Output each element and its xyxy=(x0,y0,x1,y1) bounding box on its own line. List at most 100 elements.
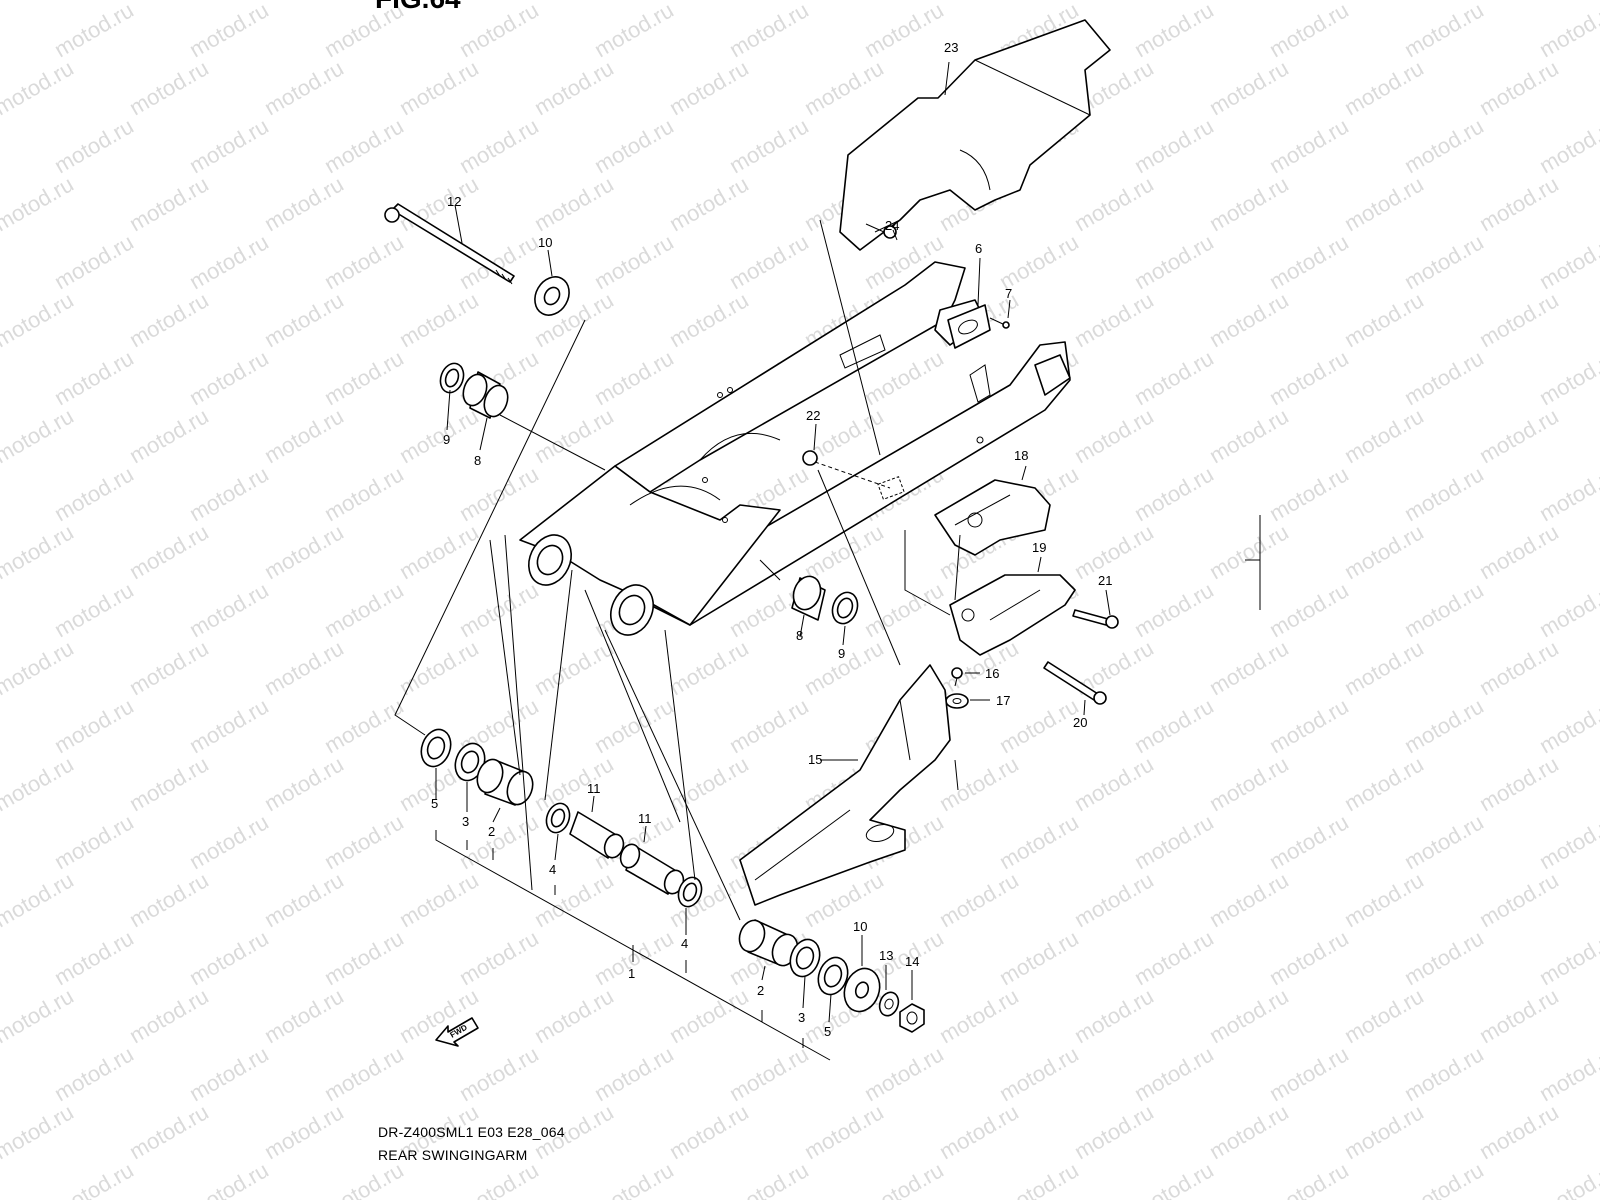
screw-part-24[interactable] xyxy=(865,223,897,239)
watermark-text: motod.ru xyxy=(1205,403,1293,468)
watermark-text: motod.ru xyxy=(725,113,813,178)
watermark-text: motod.ru xyxy=(590,1041,678,1106)
watermark-text: motod.ru xyxy=(185,1157,273,1200)
watermark-text: motod.ru xyxy=(185,693,273,758)
callout-10-top: 10 xyxy=(538,235,552,250)
watermark-text: motod.ru xyxy=(1475,0,1563,4)
watermark-text: motod.ru xyxy=(1340,983,1428,1048)
watermark-text: motod.ru xyxy=(125,171,213,236)
watermark-text: motod.ru xyxy=(395,55,483,120)
bearing-part-8-top[interactable] xyxy=(459,371,512,420)
watermark-text: motod.ru xyxy=(0,635,78,700)
watermark-text: motod.ru xyxy=(725,1157,813,1200)
watermark-text: motod.ru xyxy=(1205,171,1293,236)
watermark-text: motod.ru xyxy=(1130,577,1218,642)
watermark-text: motod.ru xyxy=(395,171,483,236)
watermark-text: motod.ru xyxy=(185,229,273,294)
watermark-text: motod.ru xyxy=(50,113,138,178)
chain-case-part-23[interactable] xyxy=(839,19,1111,251)
nut-part-22[interactable] xyxy=(802,450,891,489)
watermark-text: motod.ru xyxy=(125,403,213,468)
watermark-text: motod.ru xyxy=(530,55,618,120)
watermark-text: motod.ru xyxy=(1205,635,1293,700)
washer-part-10-bottom[interactable] xyxy=(839,964,886,1017)
washer-part-4-right[interactable] xyxy=(675,874,706,910)
screw-part-16[interactable] xyxy=(951,667,963,687)
watermark-text: motod.ru xyxy=(260,171,348,236)
watermark-text: motod.ru xyxy=(995,229,1083,294)
chain-buffer-part-15[interactable] xyxy=(739,664,951,906)
chain-guide-plate-part-19[interactable] xyxy=(949,574,1076,656)
watermark-text: motod.ru xyxy=(125,519,213,584)
bolt-part-21[interactable] xyxy=(1072,609,1119,629)
dust-seal-part-9-right[interactable] xyxy=(828,589,861,627)
oil-seal-part-3-right[interactable] xyxy=(785,935,824,980)
watermark-text: motod.ru xyxy=(1070,1099,1158,1164)
callout-9-right: 9 xyxy=(838,646,845,661)
dust-seal-part-5-left[interactable] xyxy=(416,725,455,770)
watermark-text: motod.ru xyxy=(50,1157,138,1200)
callout-1: 1 xyxy=(628,966,635,981)
watermark-text: motod.ru xyxy=(995,809,1083,874)
watermark-text: motod.ru xyxy=(1400,461,1488,526)
watermark-text: motod.ru xyxy=(50,693,138,758)
watermark-text: motod.ru xyxy=(1535,461,1600,526)
bearing-part-2-right[interactable] xyxy=(735,917,801,969)
watermark-text: motod.ru xyxy=(1475,751,1563,816)
dust-seal-part-9-top[interactable] xyxy=(437,360,468,396)
watermark-text: motod.ru xyxy=(1400,1157,1488,1200)
watermark-text: motod.ru xyxy=(0,403,78,468)
watermark-text: motod.ru xyxy=(1070,867,1158,932)
watermark-text: motod.ru xyxy=(860,0,948,62)
watermark-text: motod.ru xyxy=(1400,0,1488,62)
watermark-text: motod.ru xyxy=(1205,1099,1293,1164)
watermark-text: motod.ru xyxy=(185,113,273,178)
watermark-text: motod.ru xyxy=(1265,113,1353,178)
watermark-text: motod.ru xyxy=(0,345,3,410)
pivot-bolt-part-12[interactable] xyxy=(384,203,515,285)
callout-12: 12 xyxy=(447,194,461,209)
spacer-part-11-upper[interactable] xyxy=(569,811,627,860)
mount-reference-box xyxy=(877,476,905,500)
watermark-text: motod.ru xyxy=(185,461,273,526)
bolt-part-20[interactable] xyxy=(1043,661,1107,705)
dust-seal-part-5-right[interactable] xyxy=(813,953,852,998)
watermark-text: motod.ru xyxy=(1535,693,1600,758)
washer-part-13[interactable] xyxy=(876,990,901,1019)
spacer-part-11-lower[interactable] xyxy=(617,842,686,897)
washer-part-4-left[interactable] xyxy=(543,800,574,836)
watermark-text: motod.ru xyxy=(530,635,618,700)
watermark-text: motod.ru xyxy=(1265,345,1353,410)
bearing-part-8-right[interactable] xyxy=(789,573,826,621)
bearing-part-2-left[interactable] xyxy=(473,756,537,808)
callout-18: 18 xyxy=(1014,448,1028,463)
watermark-text: motod.ru xyxy=(995,1041,1083,1106)
callout-10-bottom: 10 xyxy=(853,919,867,934)
washer-part-17[interactable] xyxy=(945,693,969,709)
oil-seal-part-3-left[interactable] xyxy=(450,739,489,784)
swingarm-body-part-1[interactable] xyxy=(519,261,1071,642)
watermark-text: motod.ru xyxy=(1475,55,1563,120)
watermark-text: motod.ru xyxy=(1070,403,1158,468)
watermark-text: motod.ru xyxy=(0,1099,78,1164)
chain-guide-part-18[interactable] xyxy=(934,479,1051,556)
watermark-text: motod.ru xyxy=(1070,983,1158,1048)
watermark-text: motod.ru xyxy=(935,1099,1023,1164)
watermark-text: motod.ru xyxy=(395,287,483,352)
watermark-text: motod.ru xyxy=(665,0,753,4)
washer-part-10-top[interactable] xyxy=(528,271,576,322)
watermark-text: motod.ru xyxy=(260,751,348,816)
watermark-text: motod.ru xyxy=(185,1041,273,1106)
watermark-text: motod.ru xyxy=(1475,635,1563,700)
watermark-text: motod.ru xyxy=(1205,519,1293,584)
nut-part-14[interactable] xyxy=(899,1003,925,1033)
watermark-text: motod.ru xyxy=(1475,983,1563,1048)
screw-part-7[interactable] xyxy=(989,317,1010,329)
watermark-text: motod.ru xyxy=(455,1157,543,1200)
watermark-text: motod.ru xyxy=(665,635,753,700)
callout-11-upper: 11 xyxy=(587,781,601,796)
watermark-text: motod.ru xyxy=(1340,403,1428,468)
callout-7: 7 xyxy=(1005,286,1012,301)
watermark-text: motod.ru xyxy=(50,925,138,990)
chain-adjuster-plate-part-6[interactable] xyxy=(947,304,991,349)
